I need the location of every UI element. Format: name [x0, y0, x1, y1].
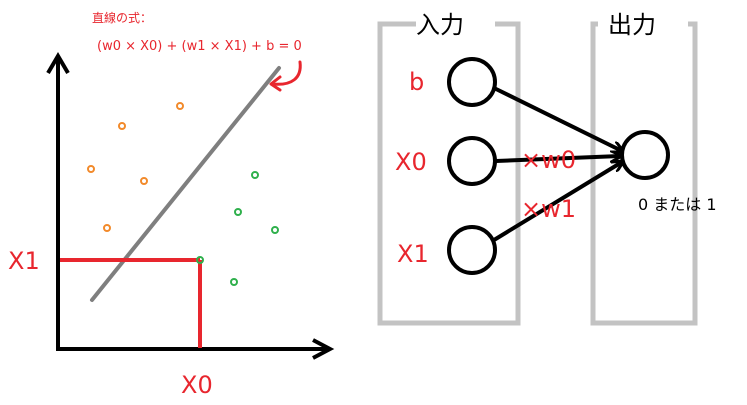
input-node-x0	[447, 136, 497, 186]
y-axis-label: X1	[8, 247, 40, 275]
output-value-text: 0 または 1	[638, 195, 717, 214]
orange-point	[118, 122, 126, 130]
connection-b	[493, 86, 622, 151]
decision-boundary-line	[90, 66, 281, 302]
orange-point	[87, 165, 95, 173]
output-node	[620, 130, 670, 180]
green-class-points	[196, 171, 279, 286]
line-formula: (w0 × X0) + (w1 × X1) + b = 0	[97, 39, 302, 54]
orange-point	[140, 177, 148, 185]
x-axis-arrowhead	[312, 338, 335, 360]
input-title: 入力	[416, 11, 464, 39]
green-point	[196, 256, 204, 264]
x-axis-label: X0	[181, 371, 213, 399]
y-axis-arrowhead	[46, 52, 70, 75]
orange-point	[176, 102, 184, 110]
input-box	[377, 21, 521, 326]
orange-point	[103, 224, 111, 232]
output-title: 出力	[608, 11, 656, 39]
formula-pointer-arrowhead	[269, 75, 282, 92]
output-box	[590, 21, 698, 326]
formula-pointer-arrow	[270, 60, 302, 86]
input-label-x0: X0	[395, 148, 427, 176]
input-node-x1	[447, 225, 497, 275]
green-point	[251, 171, 259, 179]
connection-x1	[492, 162, 622, 242]
orange-class-points	[87, 102, 184, 232]
connection-x0	[495, 156, 620, 163]
weight-label-w0: ×w0	[521, 146, 576, 174]
green-point	[234, 208, 242, 216]
input-node-b	[447, 57, 497, 107]
perceptron-network: 入力 出力 b X0 X1 ×w0 ×w1 0 または 1	[377, 11, 717, 326]
input-label-x1: X1	[397, 240, 429, 268]
formula-title: 直線の式：	[92, 10, 152, 25]
scatter-plot: 直線の式： (w0 × X0) + (w1 × X1) + b = 0 X1 X…	[8, 10, 335, 399]
green-point	[271, 226, 279, 234]
input-label-b: b	[409, 68, 424, 96]
weight-label-w1: ×w1	[521, 195, 576, 223]
green-point	[230, 278, 238, 286]
